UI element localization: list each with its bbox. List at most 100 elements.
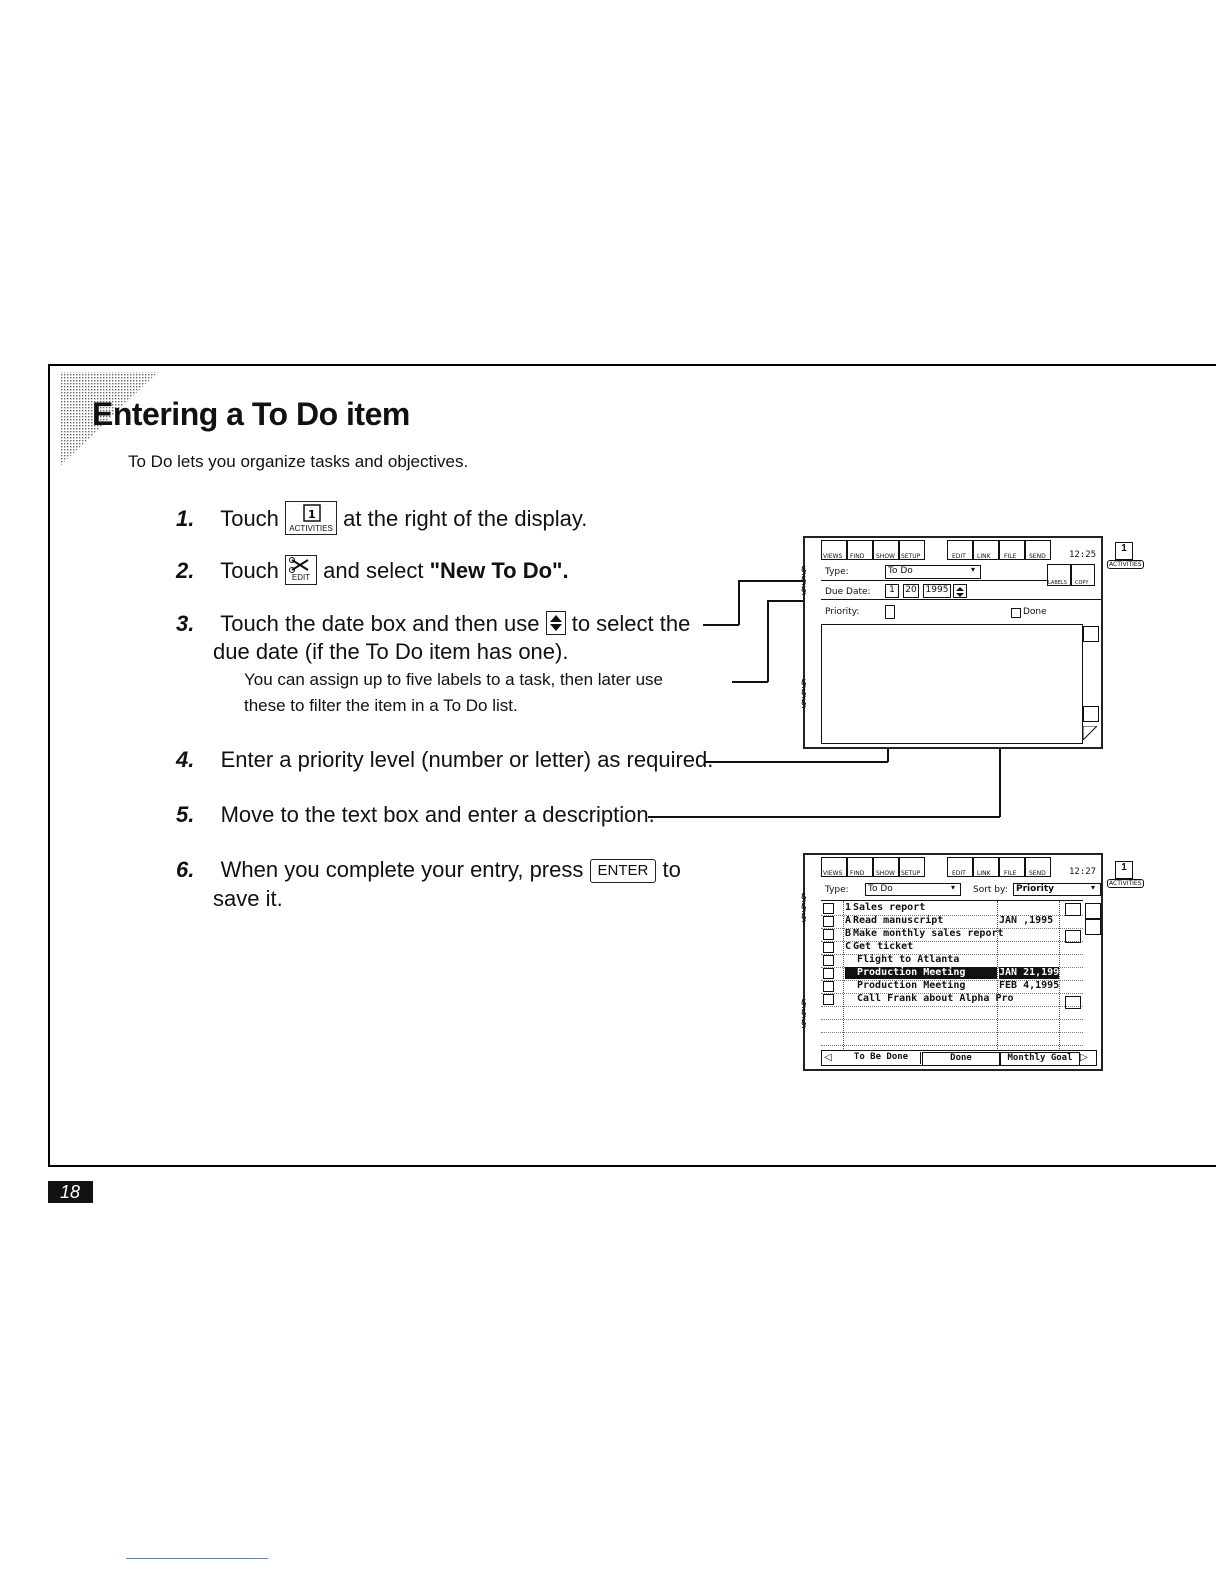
step-number: 4.: [176, 747, 195, 772]
footer-divider: [126, 1558, 268, 1559]
callout-line-note-h: [732, 681, 768, 683]
file-button[interactable]: FILE: [999, 540, 1025, 560]
done-checkbox[interactable]: [823, 903, 834, 914]
step-6: 6. When you complete your entry, press E…: [176, 857, 681, 884]
enter-key: ENTER: [589, 859, 657, 884]
show-button[interactable]: SHOW: [873, 540, 899, 560]
toolbar: VIEWS FIND SHOW SETUP EDIT LINK FILE SEN…: [821, 857, 1081, 877]
callout-line-step3-h: [703, 624, 739, 626]
date-stepper-icon[interactable]: [953, 584, 967, 598]
list-item[interactable]: B Make monthly sales report: [821, 928, 1083, 942]
setup-button[interactable]: SETUP: [899, 857, 925, 877]
scroll-down-icon[interactable]: [1083, 706, 1099, 722]
done-checkbox[interactable]: [823, 929, 834, 940]
done-checkbox[interactable]: [1011, 608, 1021, 618]
todo-list: 1 Sales report A Read manuscript JAN ,19…: [821, 900, 1083, 1051]
item-text: Sales report: [853, 902, 926, 913]
send-button[interactable]: SEND: [1025, 857, 1051, 877]
top-rule: [48, 364, 1216, 366]
clock-time: 12:25: [1069, 550, 1097, 560]
list-item[interactable]: Flight to Atlanta: [821, 954, 1083, 968]
views-button[interactable]: VIEWS: [821, 540, 847, 560]
list-item[interactable]: Production Meeting FEB 4,1995: [821, 980, 1083, 994]
activities-icon-label: ACTIVITIES: [289, 524, 333, 533]
scroll-up-icon[interactable]: [1083, 626, 1099, 642]
next-arrow-icon[interactable]: ▷: [1080, 1052, 1088, 1063]
tab-to-be-done[interactable]: To Be Done: [842, 1052, 921, 1064]
item-priority: 1: [845, 902, 852, 913]
step-text-after: to select the: [571, 611, 691, 636]
copy-button[interactable]: COPY: [1071, 564, 1095, 586]
sort-select[interactable]: Priority: [1013, 883, 1101, 896]
resize-corner-icon[interactable]: [1082, 725, 1099, 742]
step-5: 5. Move to the text box and enter a desc…: [176, 802, 655, 828]
setup-button[interactable]: SETUP: [899, 540, 925, 560]
list-col-divider: [1059, 901, 1061, 1051]
step-number: 3.: [176, 611, 195, 636]
views-button[interactable]: VIEWS: [821, 857, 847, 877]
tab-monthly-goal[interactable]: Monthly Goal: [1000, 1052, 1080, 1066]
up-down-arrow-icon: [545, 611, 566, 636]
item-date: JAN 21,1995: [999, 967, 1066, 979]
step-text: Touch: [220, 557, 279, 583]
edit-button[interactable]: EDIT: [947, 857, 973, 877]
screen-frame: [803, 853, 1103, 1071]
labels-button[interactable]: LABELS: [1047, 564, 1071, 586]
due-year-field[interactable]: 1995: [923, 584, 951, 598]
due-month-field[interactable]: 1: [885, 584, 899, 598]
list-item-empty[interactable]: [821, 1006, 1083, 1020]
item-text: Production Meeting: [845, 967, 997, 979]
scroll-bar[interactable]: [1083, 642, 1097, 702]
step-text: Enter a priority level (number or letter…: [220, 747, 714, 772]
alarm-icon: [1065, 930, 1081, 943]
done-checkbox[interactable]: [823, 955, 834, 966]
item-text: Production Meeting: [857, 980, 966, 991]
activities-button[interactable]: 1: [1115, 542, 1133, 560]
step-2: 2. Touch EDIT and select "New To Do".: [176, 555, 569, 587]
list-item-empty[interactable]: [821, 1019, 1083, 1033]
list-item[interactable]: C Get ticket: [821, 941, 1083, 955]
link-button[interactable]: LINK: [973, 857, 999, 877]
file-button[interactable]: FILE: [999, 857, 1025, 877]
list-item-empty[interactable]: [821, 1032, 1083, 1046]
find-button[interactable]: FIND: [847, 857, 873, 877]
scroll-up-icon[interactable]: [1085, 903, 1101, 919]
send-button[interactable]: SEND: [1025, 540, 1051, 560]
callout-line-step3-v: [738, 580, 740, 625]
list-item[interactable]: Call Frank about Alpha Pro: [821, 993, 1083, 1007]
edit-button[interactable]: EDIT: [947, 540, 973, 560]
step-6-line-2: save it.: [213, 886, 283, 911]
due-day-field[interactable]: 20: [903, 584, 919, 598]
done-checkbox[interactable]: [823, 994, 834, 1005]
list-item[interactable]: 1 Sales report: [821, 902, 1083, 916]
activities-button[interactable]: 1: [1115, 861, 1133, 879]
done-checkbox[interactable]: [823, 942, 834, 953]
callout-line-step5: [648, 816, 1000, 818]
spiral-binding-icon: §§§: [801, 997, 807, 1030]
page-subtitle: To Do lets you organize tasks and object…: [128, 452, 469, 471]
find-button[interactable]: FIND: [847, 540, 873, 560]
sort-select-arrow-icon: ▾: [1091, 883, 1096, 892]
done-checkbox[interactable]: [823, 916, 834, 927]
note-line-2: these to filter the item in a To Do list…: [244, 696, 518, 715]
tab-done[interactable]: Done: [922, 1052, 1000, 1066]
page-number-badge: 18: [48, 1181, 93, 1203]
edit-icon-label: EDIT: [291, 573, 311, 582]
priority-field[interactable]: [885, 605, 895, 619]
type-select[interactable]: To Do: [885, 565, 981, 579]
done-checkbox[interactable]: [823, 968, 834, 979]
activities-icon: 1 ACTIVITIES: [285, 501, 338, 535]
show-button[interactable]: SHOW: [873, 857, 899, 877]
item-priority: A: [845, 915, 852, 926]
step-text: Touch: [220, 505, 279, 531]
done-checkbox[interactable]: [823, 981, 834, 992]
type-select[interactable]: To Do: [865, 883, 961, 896]
link-button[interactable]: LINK: [973, 540, 999, 560]
type-select-arrow-icon: ▾: [971, 565, 976, 574]
callout-line-step3-top: [738, 580, 822, 582]
scroll-down-icon[interactable]: [1085, 919, 1101, 935]
list-item[interactable]: A Read manuscript JAN ,1995: [821, 915, 1083, 929]
description-textarea[interactable]: [821, 624, 1083, 744]
prev-arrow-icon[interactable]: ◁: [824, 1052, 832, 1063]
list-item-selected[interactable]: Production Meeting JAN 21,1995: [821, 967, 1083, 981]
